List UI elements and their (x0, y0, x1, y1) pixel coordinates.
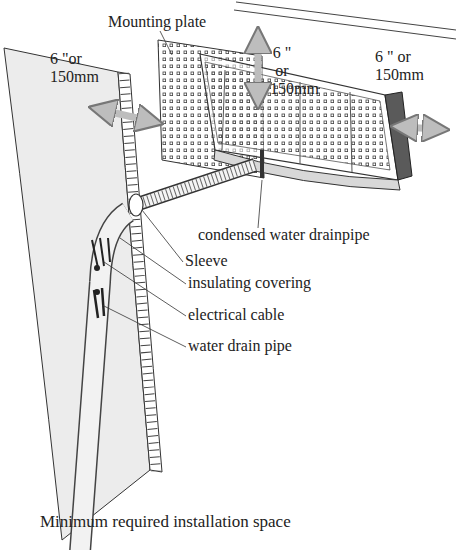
sleeve (129, 194, 143, 216)
part-label: electrical cable (188, 306, 388, 324)
part-label: water drain pipe (188, 337, 388, 355)
electrical-cable-ends (92, 238, 110, 268)
corrugated-hose (132, 165, 255, 206)
clearance-arrow-left (102, 110, 150, 121)
dimension-label: 6 " or 150mm (375, 48, 431, 84)
leader-line (120, 238, 186, 284)
condensed-water-drainpipe (260, 150, 264, 178)
pipe-bundle-outline (132, 165, 255, 206)
indoor-unit-grille (205, 62, 390, 170)
leader-line (142, 210, 183, 262)
pipe-bundle (132, 165, 255, 206)
ceiling-line (234, 2, 456, 39)
pipe-outline (80, 212, 128, 550)
part-label: Mounting plate (108, 13, 238, 31)
part-label: condensed water drainpipe (198, 226, 398, 244)
leader-line (258, 180, 262, 228)
clearance-arrow-right (404, 127, 436, 129)
brick-texture (124, 73, 156, 471)
part-label: insulating covering (188, 274, 388, 292)
leader-line (104, 262, 186, 316)
cable-end (94, 265, 100, 271)
wall-edge (118, 72, 162, 472)
front-panel (385, 92, 412, 180)
caption: Minimum required installation space (40, 512, 291, 532)
leader-line (102, 305, 186, 347)
insulating-covering (80, 212, 128, 550)
part-label: Sleeve (185, 252, 305, 270)
clearance-arrow-top (255, 40, 262, 96)
water-drain-pipe-ends (94, 288, 104, 318)
leader-line (160, 31, 172, 55)
pipe-end (94, 289, 100, 295)
dimension-label: 6 " or 150mm (270, 44, 294, 98)
dimension-label: 6 "or 150mm (50, 50, 106, 86)
